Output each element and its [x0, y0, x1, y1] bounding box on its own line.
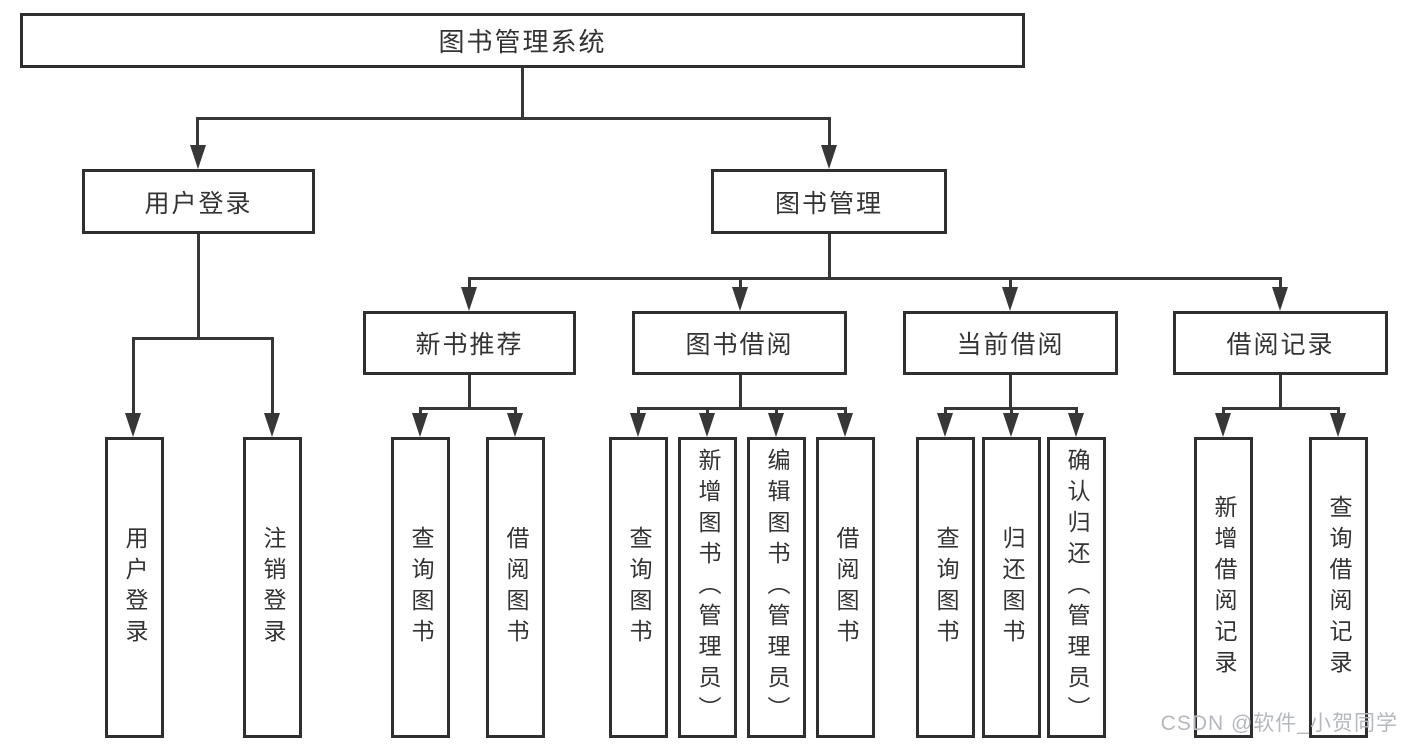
connector-to-new-book-recommendation — [468, 277, 471, 291]
node-label: 归还图书 — [999, 525, 1025, 650]
connector-root-to-user-login — [196, 117, 199, 148]
node-label: 新增借阅记录 — [1211, 494, 1237, 681]
node-label: 图书管理 — [774, 189, 883, 218]
node-borrowing-records: 借阅记录 — [1173, 311, 1388, 375]
node-label: 编辑图书（管理员） — [764, 448, 790, 727]
connector-nb-down — [468, 375, 471, 409]
csdn-watermark: CSDN @软件_小贺同学 — [1160, 712, 1398, 735]
connector-to-nb-query — [419, 407, 422, 416]
node-label: 图书管理系统 — [438, 27, 607, 57]
node-leaf-nb-borrow-books: 借阅图书 — [486, 437, 545, 738]
connector-to-cb-return — [1010, 407, 1013, 416]
node-leaf-br-query-record: 查询借阅记录 — [1309, 437, 1368, 738]
node-label: 新增图书（管理员） — [695, 448, 721, 727]
node-label: 用户登录 — [144, 189, 253, 218]
arrow-down-icon — [1272, 287, 1288, 311]
arrow-down-icon — [699, 413, 715, 437]
arrow-down-icon — [837, 413, 853, 437]
arrow-down-icon — [1215, 413, 1231, 437]
node-leaf-bb-query-books: 查询图书 — [609, 437, 668, 738]
node-label: 用户登录 — [122, 525, 148, 650]
connector-bb-down — [739, 375, 742, 409]
connector-book-management-down — [828, 234, 831, 280]
arrow-down-icon — [1002, 287, 1018, 311]
arrow-down-icon — [1068, 413, 1084, 437]
node-leaf-cb-query-books: 查询图书 — [916, 437, 975, 738]
arrow-down-icon — [190, 145, 206, 169]
connector-root-down — [521, 68, 524, 118]
node-book-borrowing: 图书借阅 — [632, 311, 847, 375]
node-current-borrowing: 当前借阅 — [903, 311, 1118, 375]
node-label: 借阅记录 — [1226, 331, 1335, 359]
connector-bb-horizontal — [637, 407, 846, 410]
connector-br-horizontal — [1222, 407, 1338, 410]
arrow-down-icon — [507, 413, 523, 437]
connector-to-br-add — [1222, 407, 1225, 416]
arrow-down-icon — [732, 287, 748, 311]
node-label: 查询借阅记录 — [1326, 494, 1352, 681]
connector-root-to-book-management — [828, 117, 831, 148]
connector-to-cb-confirm — [1075, 407, 1078, 416]
node-library-management-system: 图书管理系统 — [20, 13, 1025, 68]
node-leaf-cb-return-books: 归还图书 — [982, 437, 1041, 738]
node-label: 新书推荐 — [415, 331, 524, 359]
arrow-down-icon — [630, 413, 646, 437]
node-user-login: 用户登录 — [82, 169, 315, 234]
arrow-down-icon — [264, 413, 280, 437]
connector-cb-down — [1009, 375, 1012, 409]
connector-br-down — [1279, 375, 1282, 409]
connector-to-borrowing-records — [1279, 277, 1282, 291]
node-leaf-bb-borrow-books: 借阅图书 — [816, 437, 875, 738]
connector-to-cb-query — [944, 407, 947, 416]
connector-to-book-borrowing — [739, 277, 742, 291]
node-leaf-logout: 注销登录 — [243, 437, 302, 738]
node-new-book-recommendation: 新书推荐 — [363, 311, 576, 375]
node-label: 图书借阅 — [685, 331, 794, 359]
node-leaf-bb-add-books-admin: 新增图书（管理员） — [678, 437, 737, 738]
connector-book-management-horizontal — [468, 277, 1281, 280]
node-book-management: 图书管理 — [711, 169, 947, 234]
node-label: 当前借阅 — [956, 331, 1065, 359]
connector-to-leaf-logout — [271, 337, 274, 416]
node-label: 注销登录 — [260, 525, 286, 650]
node-label: 确认归还（管理员） — [1064, 448, 1090, 727]
node-label: 借阅图书 — [833, 525, 859, 650]
connector-user-login-down — [197, 234, 200, 340]
node-leaf-nb-query-books: 查询图书 — [391, 437, 450, 738]
connector-to-bb-query — [637, 407, 640, 416]
node-leaf-br-add-record: 新增借阅记录 — [1194, 437, 1253, 738]
connector-to-bb-add — [706, 407, 709, 416]
node-label: 借阅图书 — [503, 525, 529, 650]
node-label: 查询图书 — [933, 525, 959, 650]
connector-to-current-borrowing — [1009, 277, 1012, 291]
node-label: 查询图书 — [408, 525, 434, 650]
connector-nb-horizontal — [419, 407, 516, 410]
connector-to-bb-edit — [775, 407, 778, 416]
arrow-down-icon — [821, 145, 837, 169]
arrow-down-icon — [937, 413, 953, 437]
arrow-down-icon — [1003, 413, 1019, 437]
node-label: 查询图书 — [626, 525, 652, 650]
connector-user-login-horizontal — [132, 337, 274, 340]
connector-to-br-query — [1337, 407, 1340, 416]
connector-to-leaf-user-login — [132, 337, 135, 416]
connector-to-bb-borrow — [844, 407, 847, 416]
connector-root-horizontal — [197, 117, 831, 120]
node-leaf-user-login: 用户登录 — [105, 437, 164, 738]
arrow-down-icon — [768, 413, 784, 437]
arrow-down-icon — [125, 413, 141, 437]
arrow-down-icon — [412, 413, 428, 437]
connector-to-nb-borrow — [514, 407, 517, 416]
node-leaf-cb-confirm-return-admin: 确认归还（管理员） — [1047, 437, 1106, 738]
node-leaf-bb-edit-books-admin: 编辑图书（管理员） — [747, 437, 806, 738]
arrow-down-icon — [1330, 413, 1346, 437]
arrow-down-icon — [461, 287, 477, 311]
